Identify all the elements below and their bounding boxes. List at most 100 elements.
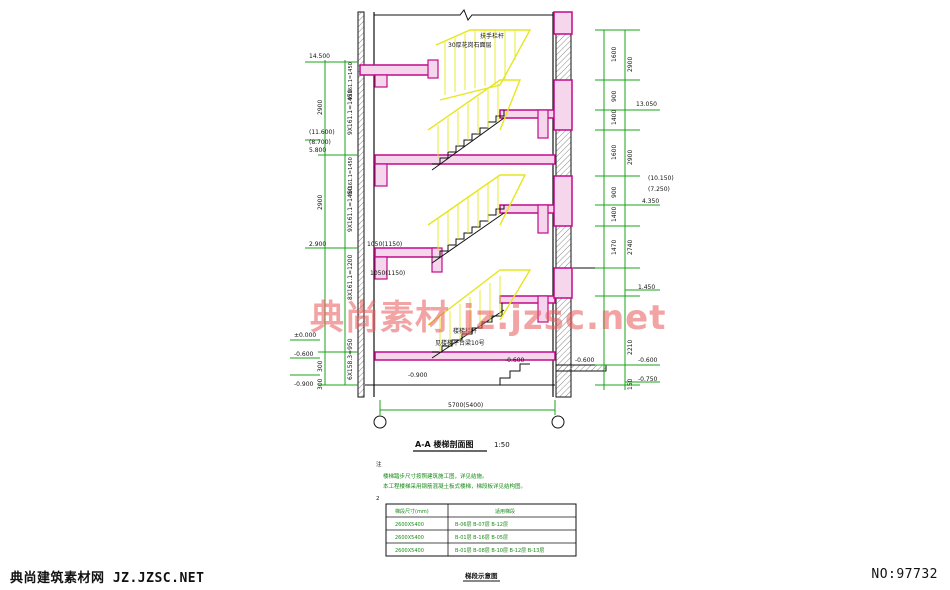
- level-right-5: -0.600: [638, 357, 658, 364]
- watermark: 典尚素材 jz.jzsc.net: [310, 298, 667, 338]
- level-left-6: -0.600: [294, 351, 314, 358]
- exterior-step: [555, 364, 607, 372]
- notes-sub: 2: [376, 496, 380, 502]
- level-left-5: ±0.000: [294, 332, 316, 339]
- railings: [427, 29, 532, 352]
- level-right-6: -0.750: [638, 376, 658, 383]
- level-right-3: 4.350: [642, 198, 659, 205]
- beam-3: [374, 256, 388, 280]
- level-right-0: 13.050: [636, 101, 657, 108]
- flight-label-1: 9X161.1=1450: [348, 62, 354, 100]
- flight-label-4: 8X161.1=1200: [347, 254, 354, 300]
- level-left-4: 2.900: [309, 241, 326, 248]
- footer-number: NO:97732: [871, 567, 938, 582]
- beam-7: [537, 204, 549, 234]
- slab-level-2: [374, 154, 556, 165]
- beam-2: [374, 163, 388, 187]
- level-right-4: 1.450: [638, 284, 655, 291]
- dim-right-3: 1400: [611, 110, 618, 125]
- level-left-1: (11.600): [309, 129, 335, 136]
- dim-right-9: 2740: [627, 240, 634, 255]
- dim-right-4: 1600: [611, 145, 618, 160]
- beam-4: [427, 59, 439, 79]
- opening-3: [553, 175, 573, 227]
- left-wall: [357, 11, 365, 398]
- landing-label-0: 1050(1150): [367, 241, 402, 248]
- opening-4: [553, 267, 573, 299]
- structure: [357, 9, 615, 398]
- table-cell-1-0: 2600X5400: [395, 535, 424, 541]
- dim-left-2: 300: [317, 360, 324, 372]
- notes: 注 楼梯踏步尺寸按照建筑施工图，详见结施。 本工程楼梯采用钢筋混凝土板式楼梯，梯…: [376, 460, 526, 502]
- axis-marker-left: [373, 415, 387, 429]
- notes-heading: 注: [376, 460, 382, 468]
- note-1: 楼梯踏步尺寸按照建筑施工图，详见结施。: [383, 472, 488, 480]
- flight-1-soffit: [431, 117, 505, 171]
- callout-1: 30厚花岗石面层: [448, 41, 492, 49]
- inner-level-2: -0.600: [575, 357, 595, 364]
- railing-4: [427, 269, 532, 326]
- dim-right-2: 900: [611, 90, 618, 102]
- beam-1: [374, 74, 388, 88]
- level-left-2: (8.700): [309, 139, 331, 146]
- beam-6: [537, 109, 549, 139]
- callout-0: 扶手栏杆: [480, 32, 504, 40]
- table-caption: 梯段示意图: [465, 571, 498, 580]
- railing-2: [427, 79, 522, 131]
- opening-1: [553, 11, 573, 35]
- ground-steps: [499, 363, 530, 385]
- table-header-0: 梯段尺寸(mm): [395, 508, 429, 515]
- landing-label-1: 1050(1150): [370, 270, 405, 277]
- section-scale: 1:50: [494, 441, 510, 449]
- stair-flights: [431, 110, 505, 359]
- table-header-1: 适用梯段: [495, 508, 515, 515]
- flight-label-5: 6X158.3=950: [347, 338, 354, 380]
- beam-8: [537, 295, 549, 323]
- note-2: 本工程楼梯采用钢筋混凝土板式楼梯，梯段板详见结构图。: [383, 482, 526, 490]
- slab-level-4: [374, 351, 556, 361]
- flight-2-soffit: [431, 212, 505, 264]
- slab-level-3: [374, 247, 438, 258]
- dim-right-7: 1400: [611, 207, 618, 222]
- railing-3: [427, 174, 527, 226]
- level-left-7: -0.900: [294, 381, 314, 388]
- slab-level-1: [359, 64, 433, 76]
- dim-right-6: 900: [611, 186, 618, 198]
- flight-label-3: 9X161.1=1450: [348, 157, 354, 195]
- dim-right-0: 1600: [611, 47, 618, 62]
- table-cell-0-0: 2600X5400: [395, 522, 424, 528]
- level-left-0: 14.500: [309, 53, 330, 60]
- inner-level-1: -0.900: [408, 372, 428, 379]
- footer-site-label: 典尚建筑素材网 JZ.JZSC.NET: [10, 571, 205, 586]
- stair-table: 梯段尺寸(mm) 适用梯段 2600X5400 B-06层 B-07层 B-12…: [385, 503, 577, 582]
- callout-3: 见楼梯平台梁10号: [435, 339, 485, 347]
- dim-left-1: 2900: [317, 195, 324, 210]
- section-title-group: A-A 楼梯剖面图 1:50: [413, 439, 510, 452]
- dim-right-8: 1470: [611, 240, 618, 255]
- callout-2: 楼梯栏杆: [453, 327, 477, 335]
- balusters: [437, 30, 516, 352]
- dim-right-11: 150: [627, 378, 634, 390]
- flight-2: [432, 205, 505, 258]
- table-cell-2-0: 2600X5400: [395, 548, 424, 554]
- right-dimensions: [595, 29, 660, 390]
- level-right-2: (7.250): [648, 186, 670, 193]
- table-cell-0-1: B-06层 B-07层 B-12层: [455, 522, 508, 528]
- table-cell-2-1: B-01层 B-08层 B-10层 B-12层 B-13层: [455, 548, 544, 554]
- table-cell-1-1: B-01层 B-16层 B-05层: [455, 535, 508, 541]
- flight-label-2: 9X161.1=1450: [347, 186, 354, 232]
- bottom-dim-label: 5700(5400): [448, 402, 483, 409]
- opening-2: [553, 79, 573, 131]
- bottom-dimension: [379, 400, 556, 415]
- axis-marker-right: [551, 415, 565, 429]
- level-right-1: (10.150): [648, 175, 674, 182]
- dim-right-5: 2900: [627, 150, 634, 165]
- dim-right-1: 2900: [627, 57, 634, 72]
- left-dimensions: [290, 60, 358, 386]
- flight-3-soffit: [431, 309, 505, 359]
- inner-level-0: -0.600: [505, 357, 525, 364]
- section-title: A-A 楼梯剖面图: [415, 439, 474, 449]
- level-left-3: 5.800: [309, 147, 326, 154]
- dim-left-0: 2900: [317, 100, 324, 115]
